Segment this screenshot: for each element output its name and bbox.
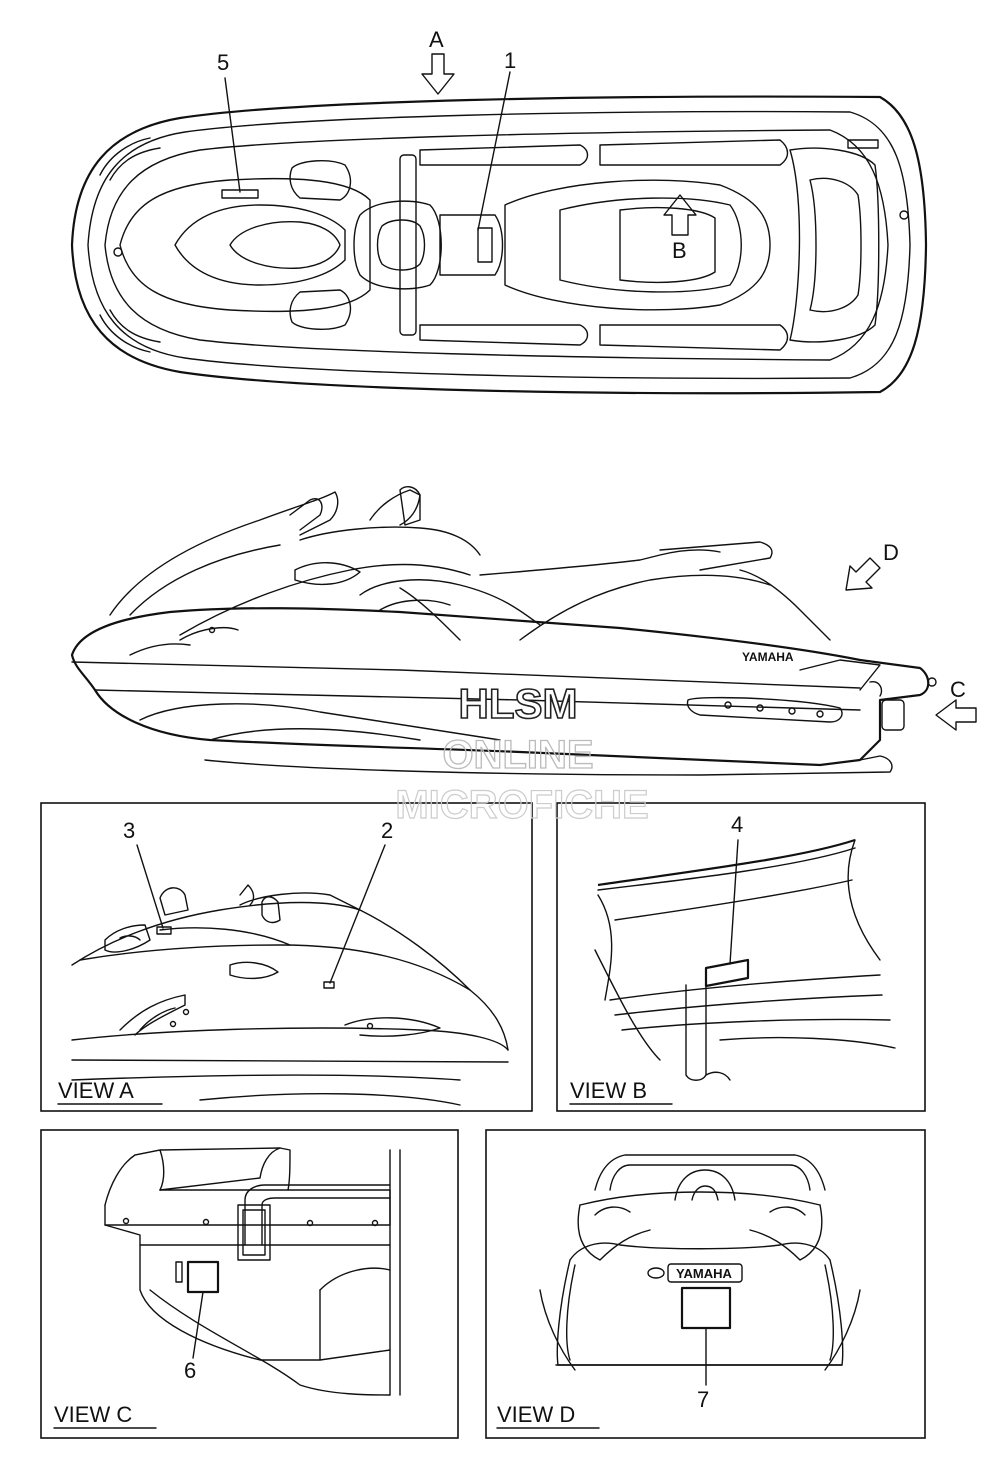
view-c-panel: 6 VIEW C — [40, 1129, 459, 1439]
callout-a: A — [429, 27, 444, 52]
top-view: 5 1 A B — [70, 27, 928, 395]
leader-6 — [192, 1291, 204, 1359]
leader-3 — [136, 844, 164, 929]
label-3-location — [156, 926, 172, 935]
callout-6: 6 — [184, 1358, 196, 1383]
view-b-panel: 4 VIEW B — [556, 802, 926, 1112]
leader-5 — [224, 77, 241, 193]
callout-3: 3 — [123, 818, 135, 843]
label-4-location — [704, 958, 750, 988]
view-c-arrow-icon — [935, 699, 977, 731]
watermark-line-3: MICROFICHE — [395, 783, 648, 827]
label-2-location — [323, 981, 335, 989]
view-d-title: VIEW D — [497, 1402, 575, 1427]
side-view: YAMAHA D C — [70, 486, 977, 776]
leader-2 — [329, 844, 386, 984]
callout-d: D — [883, 540, 899, 565]
callout-4: 4 — [731, 812, 743, 837]
callout-1: 1 — [504, 48, 516, 73]
view-a-title: VIEW A — [58, 1078, 134, 1103]
leader-1 — [477, 71, 511, 231]
view-b-title: VIEW B — [570, 1078, 647, 1103]
view-a-panel: 3 2 VIEW A — [40, 802, 533, 1112]
callout-c: C — [950, 677, 966, 702]
callout-b: B — [672, 238, 687, 263]
rear-brand-plate — [667, 1263, 743, 1283]
leader-4 — [729, 839, 739, 965]
view-a-arrow-icon — [421, 53, 455, 95]
view-d-arrow-icon — [845, 557, 881, 591]
callout-2: 2 — [381, 818, 393, 843]
view-b-arrow-icon — [663, 194, 697, 236]
callout-5: 5 — [217, 50, 229, 75]
watermark-line-1: HLSM — [459, 680, 578, 727]
watermark: HLSM ONLINE MICROFICHE — [395, 679, 650, 827]
watermark-line-2: ONLINE — [442, 733, 593, 777]
rear-brand-logo: YAMAHA — [676, 1266, 732, 1281]
view-d-panel: YAMAHA 7 VIEW D — [485, 1129, 926, 1439]
view-c-title: VIEW C — [54, 1402, 132, 1427]
side-brand-logo: YAMAHA — [742, 650, 794, 664]
callout-7: 7 — [697, 1387, 709, 1412]
